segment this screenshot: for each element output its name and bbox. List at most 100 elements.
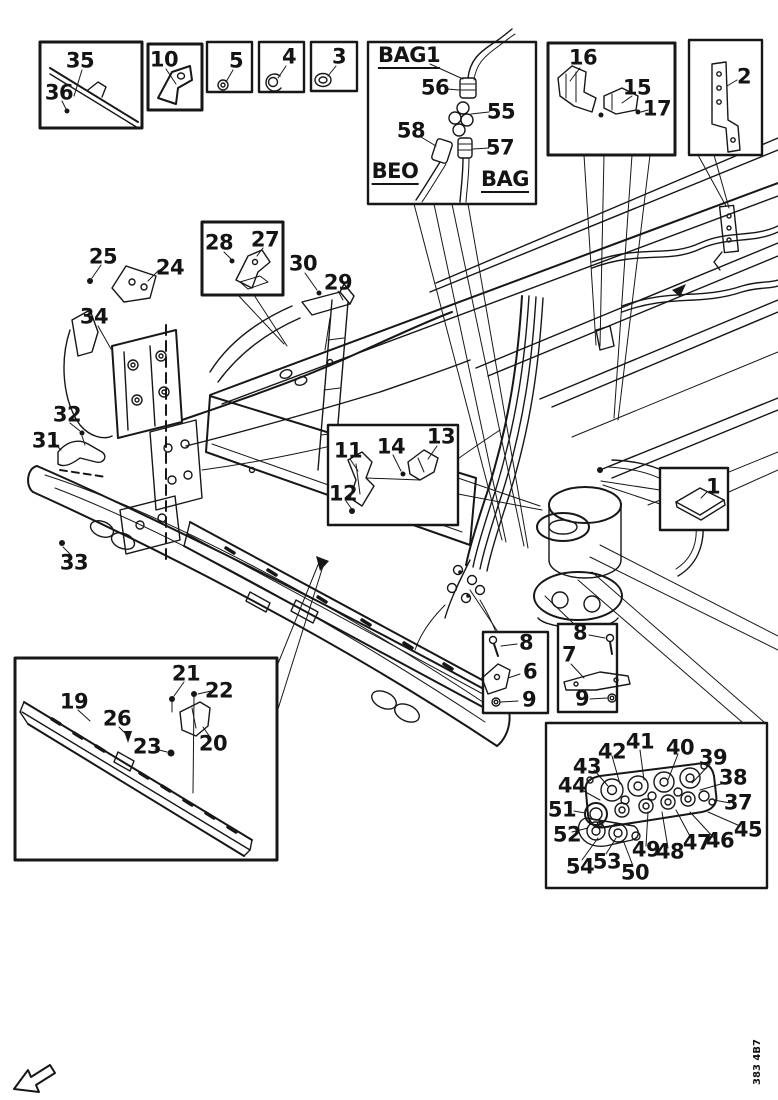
callout-9b: 9 <box>574 686 590 711</box>
port-label-beo: BEO <box>371 159 419 185</box>
callout-box-35-36 <box>38 40 144 130</box>
callout-box-8-7-9 <box>556 622 619 714</box>
box1-content <box>675 487 726 521</box>
callout-33: 33 <box>59 550 89 575</box>
callout-leaders <box>237 154 765 723</box>
port-label-bag: BAG <box>481 167 530 193</box>
callout-44: 44 <box>557 773 587 798</box>
valve-fittings-cluster <box>414 564 506 661</box>
hoses-top-right <box>591 204 778 351</box>
callout-box-1 <box>658 466 730 532</box>
box869a-content <box>481 635 521 707</box>
callout-25: 25 <box>88 244 118 269</box>
callout-4: 4 <box>281 44 297 69</box>
callout-45: 45 <box>733 817 763 842</box>
callout-8a: 8 <box>518 630 534 655</box>
callout-38: 38 <box>718 765 748 790</box>
box2-content <box>711 61 741 153</box>
callout-1: 1 <box>705 474 721 499</box>
callout-49: 49 <box>631 837 661 862</box>
box5-content <box>217 69 234 91</box>
callout-12: 12 <box>328 481 358 506</box>
callout-43: 43 <box>572 754 602 779</box>
callout-29: 29 <box>323 270 353 295</box>
callout-53: 53 <box>592 849 622 874</box>
callout-41: 41 <box>625 729 655 754</box>
box3-content <box>314 65 337 88</box>
callout-31: 31 <box>31 428 61 453</box>
callout-55: 55 <box>486 99 516 124</box>
callout-6: 6 <box>522 659 538 684</box>
callout-box-3 <box>309 40 359 93</box>
box10-content <box>157 65 193 105</box>
doc-number: 383 4B7 <box>752 1039 763 1085</box>
callout-32: 32 <box>52 402 82 427</box>
callout-23: 23 <box>132 734 162 759</box>
callout-3: 3 <box>331 44 347 69</box>
callout-15: 15 <box>622 75 652 100</box>
box879b-content <box>563 633 631 703</box>
floating-label-leaders <box>53 264 344 556</box>
centerline-dashed <box>59 324 167 566</box>
box16-content <box>557 65 649 118</box>
callout-10: 10 <box>149 47 179 72</box>
bracket-29-target <box>301 283 355 351</box>
callout-21: 21 <box>171 661 201 686</box>
callout-20: 20 <box>198 731 228 756</box>
callout-box-manifold <box>544 721 769 890</box>
bracket-31-target <box>57 430 106 546</box>
callout-37: 37 <box>723 790 753 815</box>
callout-9a: 9 <box>521 687 537 712</box>
box19-content <box>19 681 253 857</box>
callout-14: 14 <box>376 434 406 459</box>
callout-24: 24 <box>155 255 185 280</box>
frame-rails <box>209 137 778 651</box>
callout-42: 42 <box>597 739 627 764</box>
callout-22: 22 <box>204 678 234 703</box>
callout-39: 39 <box>698 745 728 770</box>
callout-17: 17 <box>642 96 672 121</box>
callout-box-19-26 <box>13 656 279 862</box>
box35-content <box>49 67 139 129</box>
port-label-bag1: BAG1 <box>377 43 441 69</box>
callout-7: 7 <box>561 642 577 667</box>
callout-51: 51 <box>547 797 577 822</box>
callout-11: 11 <box>333 438 363 463</box>
callout-52: 52 <box>552 822 582 847</box>
callout-34: 34 <box>79 304 109 329</box>
manifold-box-content <box>571 749 741 867</box>
box4-content <box>265 65 287 92</box>
callout-47: 47 <box>682 830 712 855</box>
callout-50: 50 <box>620 860 650 885</box>
bag-box-content <box>415 28 516 203</box>
callout-35: 35 <box>65 48 95 73</box>
bracket-24-target <box>87 265 157 303</box>
callout-57: 57 <box>485 135 515 160</box>
callout-26: 26 <box>102 706 132 731</box>
box28-content <box>223 247 271 290</box>
callout-30: 30 <box>288 251 318 276</box>
air-canister-pump <box>533 486 623 629</box>
callout-19: 19 <box>59 689 89 714</box>
callout-box-5 <box>205 40 254 94</box>
callout-8b: 8 <box>572 620 588 645</box>
callout-28: 28 <box>204 230 234 255</box>
callout-46: 46 <box>705 828 735 853</box>
callout-box-4 <box>257 40 306 94</box>
callout-58: 58 <box>396 118 426 143</box>
callout-box-8-6-9 <box>481 630 550 715</box>
callout-box-11-14 <box>326 423 460 527</box>
callout-2: 2 <box>736 64 752 89</box>
callout-13: 13 <box>426 424 456 449</box>
callout-16: 16 <box>568 45 598 70</box>
callout-box-10 <box>146 42 204 112</box>
callout-boxes <box>13 38 769 890</box>
callout-27: 27 <box>250 227 280 252</box>
callout-56: 56 <box>420 75 450 100</box>
box11-content <box>345 445 439 514</box>
callout-box-2 <box>687 38 764 157</box>
callout-54: 54 <box>565 854 595 879</box>
callout-40: 40 <box>665 735 695 760</box>
